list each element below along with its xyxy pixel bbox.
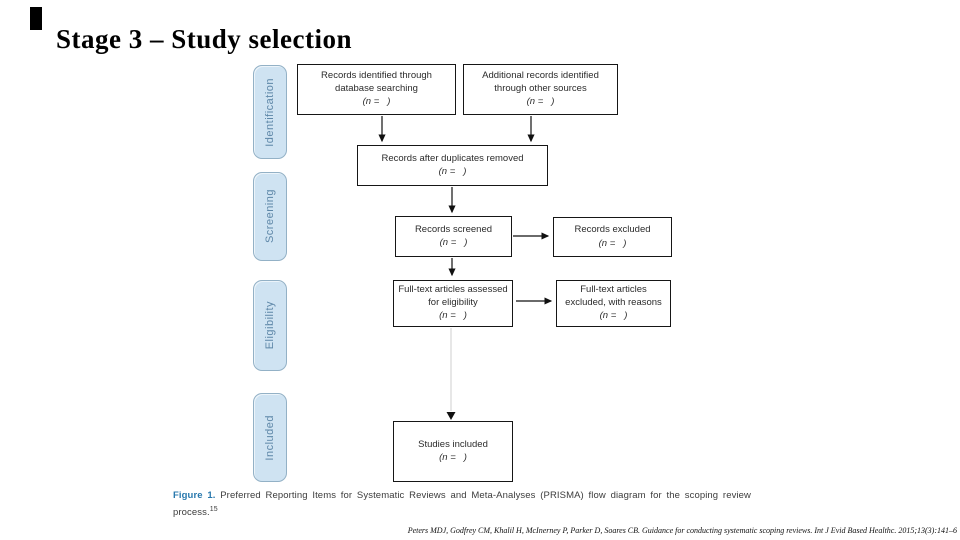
corner-mark xyxy=(30,7,42,30)
flow-box-text: Full-text articles assessed for eligibil… xyxy=(398,284,508,308)
flow-box-text: Studies included xyxy=(418,438,488,450)
flow-box-n: (n = ) xyxy=(599,310,628,322)
caption-superscript: 15 xyxy=(209,505,218,513)
flow-box-n: (n = ) xyxy=(526,96,555,108)
flow-box-text: Records excluded xyxy=(574,224,651,235)
stage-label: Included xyxy=(264,414,276,461)
stage-screening: Screening xyxy=(253,172,287,261)
flow-box-n: (n = ) xyxy=(362,96,391,108)
flow-box-text: Records after duplicates removed xyxy=(381,152,524,164)
flow-box-fulltext-assessed: Full-text articles assessed for eligibil… xyxy=(393,280,513,327)
flow-box-studies-included: Studies included (n = ) xyxy=(393,421,513,482)
flow-box-fulltext-excluded: Full-text articles excluded, with reason… xyxy=(556,280,671,327)
flow-box-n: (n = ) xyxy=(439,452,467,463)
flow-box-records-screened: Records screened (n = ) xyxy=(395,216,512,257)
flow-box-n: (n = ) xyxy=(598,237,627,249)
stage-label: Eligibility xyxy=(264,301,276,350)
flow-box-additional-records: Additional records identified through ot… xyxy=(463,64,618,115)
flow-box-n: (n = ) xyxy=(439,237,468,248)
flow-box-n: (n = ) xyxy=(438,166,467,177)
flow-box-duplicates-removed: Records after duplicates removed (n = ) xyxy=(357,145,548,186)
flow-box-text: Records screened xyxy=(414,223,493,235)
caption-text: Preferred Reporting Items for Systematic… xyxy=(173,490,751,518)
citation-footer: Peters MDJ, Godfrey CM, Khalil H, McIner… xyxy=(407,526,957,535)
flow-box-n: (n = ) xyxy=(439,310,467,322)
stage-label: Screening xyxy=(264,189,276,244)
figure-caption: Figure 1. Preferred Reporting Items for … xyxy=(173,489,751,519)
flow-box-records-identified: Records identified through database sear… xyxy=(297,64,456,115)
stage-included: Included xyxy=(253,393,287,482)
stage-eligibility: Eligibility xyxy=(253,280,287,371)
flow-box-text: Additional records identified through ot… xyxy=(482,70,599,94)
page-title: Stage 3 – Study selection xyxy=(56,24,352,54)
stage-label: Identification xyxy=(264,77,276,147)
figure-label: Figure 1. xyxy=(173,490,216,501)
stage-identification: Identification xyxy=(253,65,287,159)
flow-box-text: Full-text articles excluded, with reason… xyxy=(565,284,662,308)
flow-box-records-excluded: Records excluded (n = ) xyxy=(553,217,672,257)
flow-box-text: Records identified through database sear… xyxy=(321,70,432,94)
